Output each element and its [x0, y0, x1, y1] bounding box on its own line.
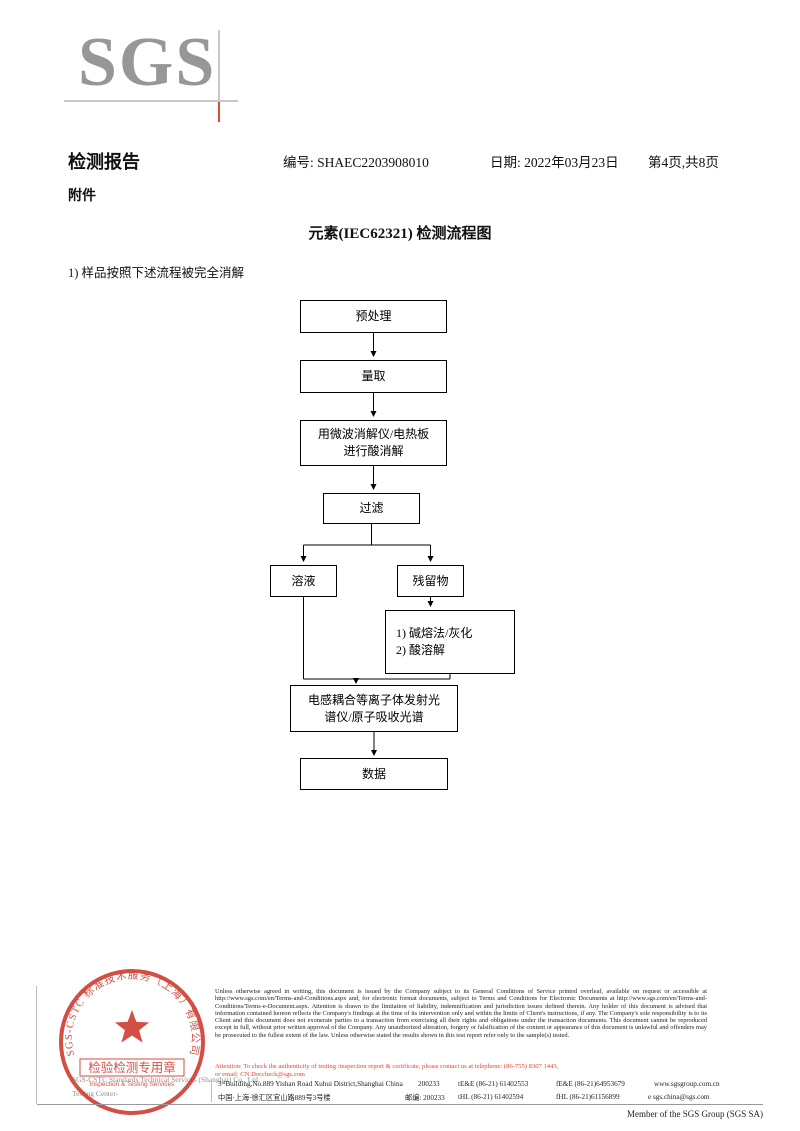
footer-rule: [37, 1104, 763, 1105]
attention-line-1: Attention: To check the authenticity of …: [215, 1063, 559, 1070]
flow-node-data: 数据: [300, 758, 448, 790]
flow-node-pretreat: 预处理: [300, 300, 447, 333]
email: e sgs.china@sgs.com: [648, 1093, 710, 1101]
flow-node-solution: 溶液: [270, 565, 337, 597]
website: www.sgsgroup.com.cn: [654, 1080, 720, 1088]
report-number: 编号: SHAEC2203908010: [283, 155, 429, 170]
flow-node-residue: 残留物: [397, 565, 464, 597]
flow-node-digest: 用微波消解仪/电热板 进行酸消解: [300, 420, 447, 466]
legal-disclaimer: Unless otherwise agreed in writing, this…: [215, 988, 707, 1039]
company-stamp: SGS-CSTC 标准技术服务（上海）有限公司 检验检测专用章 Inspecti…: [59, 969, 205, 1115]
member-line: Member of the SGS Group (SGS SA): [627, 1109, 763, 1119]
attention-line-2: or email: CN.Doccheck@sgs.com: [215, 1071, 305, 1078]
fax-en: fE&E (86-21)64953679: [556, 1080, 625, 1088]
tel-cn: tHL (86-21) 61402594: [458, 1093, 524, 1101]
stamp-star-icon: [114, 1010, 150, 1043]
address-divider: [211, 1080, 212, 1102]
fax-cn: fHL (86-21)61156899: [556, 1093, 620, 1101]
company-dept-gray: Testing Center-: [72, 1089, 119, 1098]
logo-crop-mark-red: [218, 100, 220, 122]
attachment-label: 附件: [68, 189, 96, 204]
report-date: 日期: 2022年03月23日: [490, 155, 619, 170]
flow-node-icp: 电感耦合等离子体发射光 谱仪/原子吸收光谱: [290, 685, 458, 732]
left-edge-mark: [36, 986, 37, 1104]
tel-en: tE&E (86-21) 61402553: [458, 1080, 529, 1088]
company-name-gray: SGS-CSTC Standards Technical Services (S…: [72, 1075, 260, 1084]
report-title: 检测报告: [68, 152, 140, 172]
flow-node-filter: 过滤: [323, 493, 420, 524]
logo-crop-mark-vertical: [218, 30, 220, 100]
postcode-cn: 邮编: 200233: [405, 1094, 445, 1102]
step-note: 1) 样品按照下述流程被完全消解: [68, 266, 245, 280]
flow-connectors: [300, 333, 451, 756]
address-cn: 中国·上海·徐汇区宜山路889号3号楼: [218, 1094, 331, 1102]
address-en: 3ʳᵈBuilding,No.889 Yishan Road Xuhui Dis…: [218, 1080, 403, 1088]
sgs-logo: SGS: [78, 24, 217, 101]
flow-node-alkali-fusion: 1) 碱熔法/灰化 2) 酸溶解: [385, 610, 515, 674]
flow-node-measure: 量取: [300, 360, 447, 393]
page-indicator: 第4页,共8页: [648, 155, 719, 170]
flowchart-title: 元素(IEC62321) 检测流程图: [308, 226, 492, 242]
stamp-subtitle-text: Inspection & Testing Services: [90, 1081, 176, 1088]
postcode-en: 200233: [418, 1080, 440, 1088]
logo-crop-mark-horizontal: [64, 100, 238, 102]
stamp-banner-text: 检验检测专用章: [88, 1060, 176, 1075]
